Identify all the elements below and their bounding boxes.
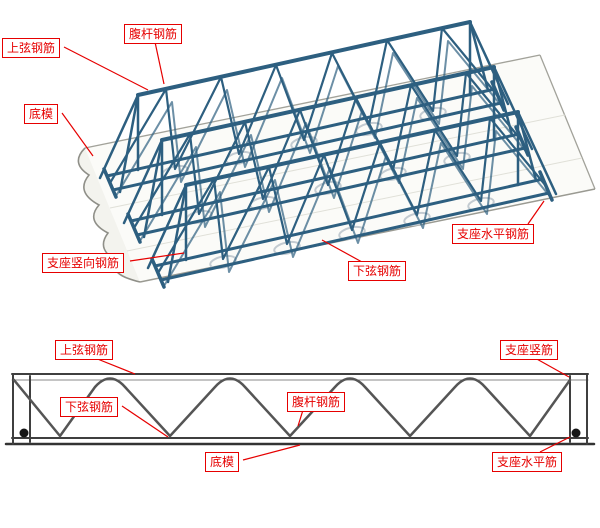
label-web-rebar-iso: 腹杆钢筋 [124, 24, 183, 45]
label-top-chord-rebar-iso: 上弦钢筋 [2, 38, 61, 59]
leader-web-rebar [154, 41, 165, 85]
leader-web-rebar [297, 409, 304, 427]
leader-bottom-form [61, 112, 94, 157]
label-support-horizontal-iso: 支座水平钢筋 [452, 224, 535, 245]
label-bottom-chord-rebar-section: 下弦钢筋 [60, 397, 119, 418]
label-top-chord-rebar-section: 上弦钢筋 [55, 340, 114, 361]
leader-top-chord [63, 46, 149, 91]
label-bottom-form-iso: 底模 [24, 104, 59, 125]
section-band [4, 373, 596, 446]
end-diagonal [468, 20, 490, 92]
web-zigzag-a [108, 26, 500, 185]
leader-support-horizontal [527, 200, 545, 225]
leader-lines [94, 357, 571, 461]
leader-bottom-chord [121, 405, 169, 438]
end-diagonal [468, 20, 510, 106]
isometric-diagram [61, 20, 596, 289]
truss-1 [98, 20, 510, 199]
label-support-horizontal-section: 支座水平筋 [492, 452, 563, 473]
end-diagonal [118, 93, 140, 194]
label-bottom-form-section: 底模 [205, 452, 240, 473]
label-support-vertical-iso: 支座竖向钢筋 [42, 253, 125, 274]
leader-lines [61, 41, 545, 263]
label-web-rebar-section: 腹杆钢筋 [287, 392, 346, 413]
web-zigzag-b [115, 40, 505, 197]
leader-bottom-chord [321, 239, 363, 263]
label-bottom-chord-rebar-iso: 下弦钢筋 [348, 261, 407, 282]
leader-support-horizontal [539, 436, 571, 453]
support-horizontal-bar [102, 167, 118, 199]
top-chord [136, 20, 472, 97]
label-support-vertical-section: 支座竖筋 [500, 340, 559, 361]
left-support-horizontal-dot [19, 428, 29, 438]
web-zigzag [12, 377, 572, 438]
leader-support-vertical [534, 357, 570, 378]
right-support-horizontal-dot [571, 428, 581, 438]
leader-top-chord [94, 357, 136, 375]
end-diagonal [98, 93, 140, 180]
leader-support-vertical [129, 252, 185, 262]
leader-bottom-form [242, 444, 301, 461]
section-diagram [4, 357, 596, 461]
